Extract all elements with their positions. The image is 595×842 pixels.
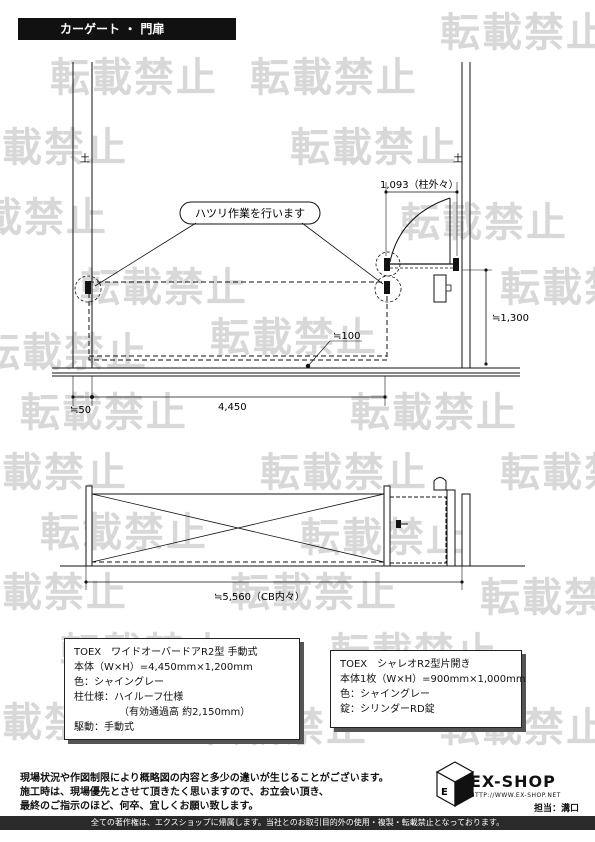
spec-gate-line: 本体1枚（W×H）=900mm×1,000mm — [340, 674, 526, 685]
cargate-footprint — [88, 281, 388, 361]
dim-100-leader — [307, 340, 331, 367]
note-line: 最終のご指示のほど、何卒、宜しくお願い致します。 — [20, 801, 259, 812]
elev-gate-handle — [396, 520, 401, 528]
logo-cube-icon: E — [435, 761, 475, 808]
cargate-post-left — [85, 281, 91, 294]
elev-mailbox — [433, 477, 447, 491]
elev-cargate-cross-2 — [91, 493, 385, 563]
copyright-bar: 全ての著作権は、エクスショップに帰属します。当社とのお取引目的外の使用・複製・転… — [0, 816, 595, 830]
elev-gate-post — [446, 489, 456, 567]
dim-5560-label: ≒5,560（CB内々） — [214, 590, 305, 603]
elev-cargate-post-right — [383, 485, 391, 567]
mailbox-handle — [445, 284, 452, 292]
dim-1300-label: ≒1,300 — [492, 313, 529, 324]
staff-label: 担当：溝口 — [534, 804, 580, 814]
ground-label-left: 土 — [80, 152, 90, 165]
spec-cargate-line: 色：シャイングレー — [74, 677, 164, 688]
spec-cargate-line: （有効通過高 約2,150mm） — [74, 707, 251, 718]
mailbox — [433, 274, 447, 303]
spec-cargate-line: 本体（W×H）=4,450mm×1,200mm — [74, 662, 253, 673]
spec-box-cargate: TOEX ワイドオーバードアR2型 手動式 本体（W×H）=4,450mm×1,… — [64, 638, 300, 740]
ground-label-right: 土 — [453, 152, 463, 165]
note-line: 現場状況や作図制限により概略図の内容と多少の違いが生じることがございます。 — [20, 773, 389, 784]
callout-bubble — [179, 201, 321, 225]
callout-leader-right — [301, 222, 384, 285]
elev-gate-panel — [389, 496, 447, 564]
dim-100-dot — [305, 363, 311, 369]
logo-url: HTTP://WWW.EX-SHOP.NET — [470, 792, 561, 799]
elev-cargate-post-left — [85, 485, 93, 567]
spec-gate-line: TOEX シャレオR2型片開き — [340, 659, 471, 670]
dim-50-dot — [90, 395, 94, 399]
gate-post-left — [384, 258, 390, 271]
dim-50-label: ≒50 — [70, 405, 91, 416]
spec-box-gate: TOEX シャレオR2型片開き 本体1枚（W×H）=900mm×1,000mm … — [330, 650, 526, 728]
logo-name: EX-SHOP — [470, 772, 556, 791]
spec-cargate-line: TOEX ワイドオーバードアR2型 手動式 — [74, 647, 258, 658]
gate-post-right — [453, 258, 459, 271]
elevation-view: ≒5,560（CB内々） — [60, 477, 525, 603]
plan-view: 土 土 1,093（柱外々） ≒1,300 — [52, 62, 529, 416]
gate-swing-arc — [389, 197, 451, 263]
chipping-area-right-bottom — [374, 275, 402, 303]
dim-1093-label: 1,093（柱外々） — [380, 178, 459, 191]
logo-cube-letter: E — [441, 787, 448, 798]
spec-cargate-line: 柱仕様：ハイルーフ仕様 — [74, 692, 184, 703]
spec-cargate-line: 駆動：手動式 — [74, 722, 134, 733]
note-line: 施工時は、現場優先とさせて頂きたく思いますので、お立会い頂き、 — [20, 787, 329, 798]
footer-notes: 現場状況や作図制限により概略図の内容と多少の違いが生じることがございます。 施工… — [20, 772, 389, 814]
page-title: カーゲート ・ 門扉 — [18, 18, 236, 40]
callout-leader-left — [94, 222, 197, 287]
dim-4450-label: 4,450 — [218, 402, 247, 413]
chipping-area-left — [74, 275, 102, 303]
elev-right-wall — [461, 493, 471, 567]
spec-gate-line: 錠：シリンダーRD錠 — [340, 704, 435, 715]
callout-text: ハツリ作業を行います — [195, 207, 305, 220]
cargate-post-right — [384, 281, 390, 294]
spec-gate-line: 色：シャイングレー — [340, 689, 430, 700]
dim-100-label: ≒100 — [333, 331, 360, 342]
